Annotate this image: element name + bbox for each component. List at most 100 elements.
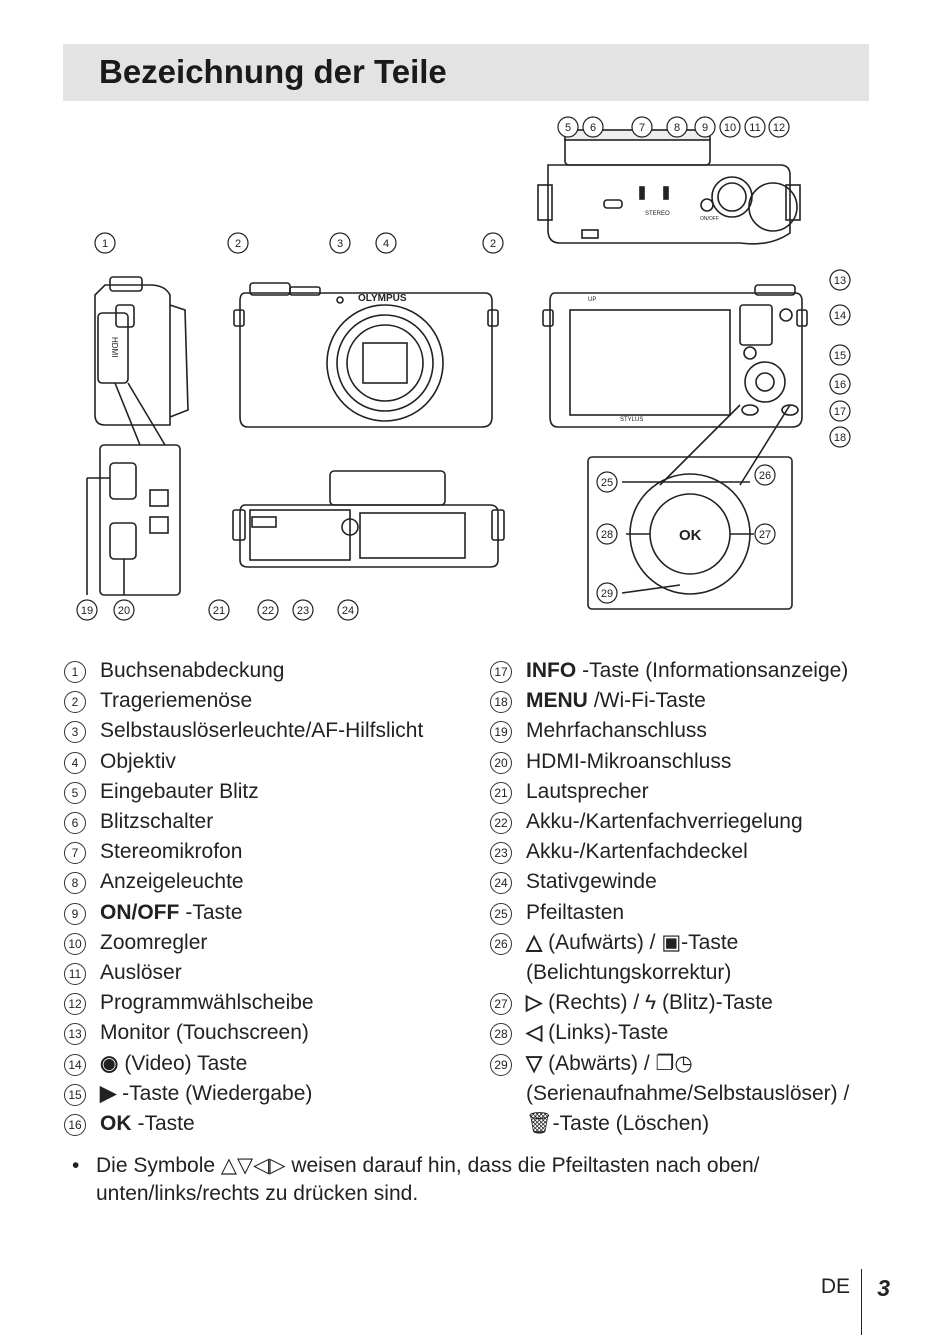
callout-circle xyxy=(596,471,618,493)
footer-divider xyxy=(861,1269,862,1335)
callout-number: 3 xyxy=(337,238,343,250)
legend-symbol: △ xyxy=(526,930,543,954)
callout-number: 16 xyxy=(834,379,846,391)
callout-circle xyxy=(227,232,249,254)
legend-number: 22 xyxy=(490,812,512,835)
callout-number: 19 xyxy=(81,605,93,617)
callout-circle xyxy=(596,582,618,604)
legend-item: 26△(Aufwärts) / ▣-Taste (Belichtungskorr… xyxy=(490,928,880,988)
legend-number: 17 xyxy=(490,661,512,683)
callout-circle xyxy=(337,599,359,621)
callout-number: 24 xyxy=(342,605,354,617)
callout-circle xyxy=(829,426,851,448)
callout-circle xyxy=(631,116,653,138)
legend-symbol: ▶ xyxy=(100,1081,117,1105)
hdmi-side-label: HDMI xyxy=(110,337,119,357)
legend-symbol: ◁ xyxy=(526,1021,543,1045)
legend-item: 23 Akku-/Kartenfachdeckel xyxy=(490,837,880,867)
legend-number: 27 xyxy=(490,993,512,1016)
callout-number: 12 xyxy=(773,122,785,134)
callout-circle xyxy=(744,116,766,138)
callout-number: 2 xyxy=(235,238,241,250)
page-title: Bezeichnung der Teile xyxy=(99,53,447,90)
callout-circle xyxy=(829,269,851,291)
callout-number: 14 xyxy=(834,310,846,322)
legend-item: 22 Akku-/Kartenfachverriegelung xyxy=(490,807,880,837)
legend-number: 29 xyxy=(490,1053,512,1076)
callout-number: 9 xyxy=(702,122,708,134)
page-number: 3 xyxy=(877,1275,890,1301)
on-off-label: ON/OFF xyxy=(700,216,719,222)
language-label: DE xyxy=(820,1275,850,1298)
legend-item: 15▶-Taste (Wiedergabe) xyxy=(64,1079,464,1109)
callout-circle xyxy=(666,116,688,138)
legend-text: Stereomikrofon xyxy=(100,840,243,864)
port-detail-view xyxy=(86,444,181,596)
callout-circle xyxy=(94,232,116,254)
legend-text: Akku-/Kartenfachverriegelung xyxy=(526,810,803,834)
legend-text: Pfeiltasten xyxy=(526,900,625,924)
legend-text: (Rechts) / ϟ (Blitz)-Taste xyxy=(548,991,773,1015)
callout-circle xyxy=(375,232,397,254)
legend-number: 13 xyxy=(64,1023,86,1046)
legend-number: 23 xyxy=(490,842,512,865)
legend-symbol: ▷ xyxy=(526,991,543,1015)
callout-circle xyxy=(829,373,851,395)
brand-label: OLYMPUS xyxy=(358,293,407,304)
legend-item: 14◉(Video) Taste xyxy=(64,1049,464,1079)
legend-text: Monitor (Touchscreen) xyxy=(100,1021,309,1045)
camera-back-view xyxy=(542,284,808,486)
callout-number: 13 xyxy=(834,275,846,287)
legend-number: 1 xyxy=(64,661,86,683)
callout-number: 25 xyxy=(601,477,613,489)
callout-number: 17 xyxy=(834,406,846,418)
legend-number: 18 xyxy=(490,691,512,714)
legend-text: Trageriemenöse xyxy=(100,689,253,713)
callout-number: 28 xyxy=(601,529,613,541)
legend-symbol: ◉ xyxy=(100,1051,119,1075)
stereo-label: STEREO xyxy=(645,211,670,217)
legend-number: 6 xyxy=(64,812,86,835)
callout-number: 2 xyxy=(490,238,496,250)
callout-circle xyxy=(754,464,776,486)
model-label: STYLUS xyxy=(620,417,643,423)
legend-item: 28◁(Links)-Taste xyxy=(490,1018,880,1048)
legend-number: 16 xyxy=(64,1114,86,1137)
legend-text: (Aufwärts) / ▣-Taste (Belichtungskorrekt… xyxy=(526,930,739,985)
callout-circle xyxy=(829,304,851,326)
legend-symbol: ▽ xyxy=(526,1051,543,1075)
legend-text: -Taste xyxy=(137,1112,195,1136)
legend-symbol: INFO xyxy=(526,659,577,682)
note-bullet: • xyxy=(72,1154,80,1177)
callout-circle xyxy=(754,523,776,545)
legend-text: Programmwählscheibe xyxy=(100,991,314,1015)
callout-number: 29 xyxy=(601,588,613,600)
camera-illustration: STEREO ON/OFF HDMI OLYMPUS xyxy=(76,116,851,621)
legend-text: Eingebauter Blitz xyxy=(100,779,259,803)
legend-number: 4 xyxy=(64,751,86,774)
legend-text: (Links)-Taste xyxy=(548,1021,669,1045)
callout-number: 15 xyxy=(834,350,846,362)
callout-number: 10 xyxy=(724,122,736,134)
legend-item: 13 Monitor (Touchscreen) xyxy=(64,1018,464,1048)
camera-bottom-view xyxy=(232,470,505,568)
callout-circle xyxy=(257,599,279,621)
callout-circle xyxy=(596,523,618,545)
legend-text: Auslöser xyxy=(100,961,182,985)
callout-number: 18 xyxy=(834,432,846,444)
legend-text: Akku-/Kartenfachdeckel xyxy=(526,840,748,864)
legend-text: Anzeigeleuchte xyxy=(100,870,244,894)
legend-text: (Abwärts) / ❐◷ (Serienaufnahme/Selbstaus… xyxy=(526,1051,850,1136)
callout-circle xyxy=(829,400,851,422)
